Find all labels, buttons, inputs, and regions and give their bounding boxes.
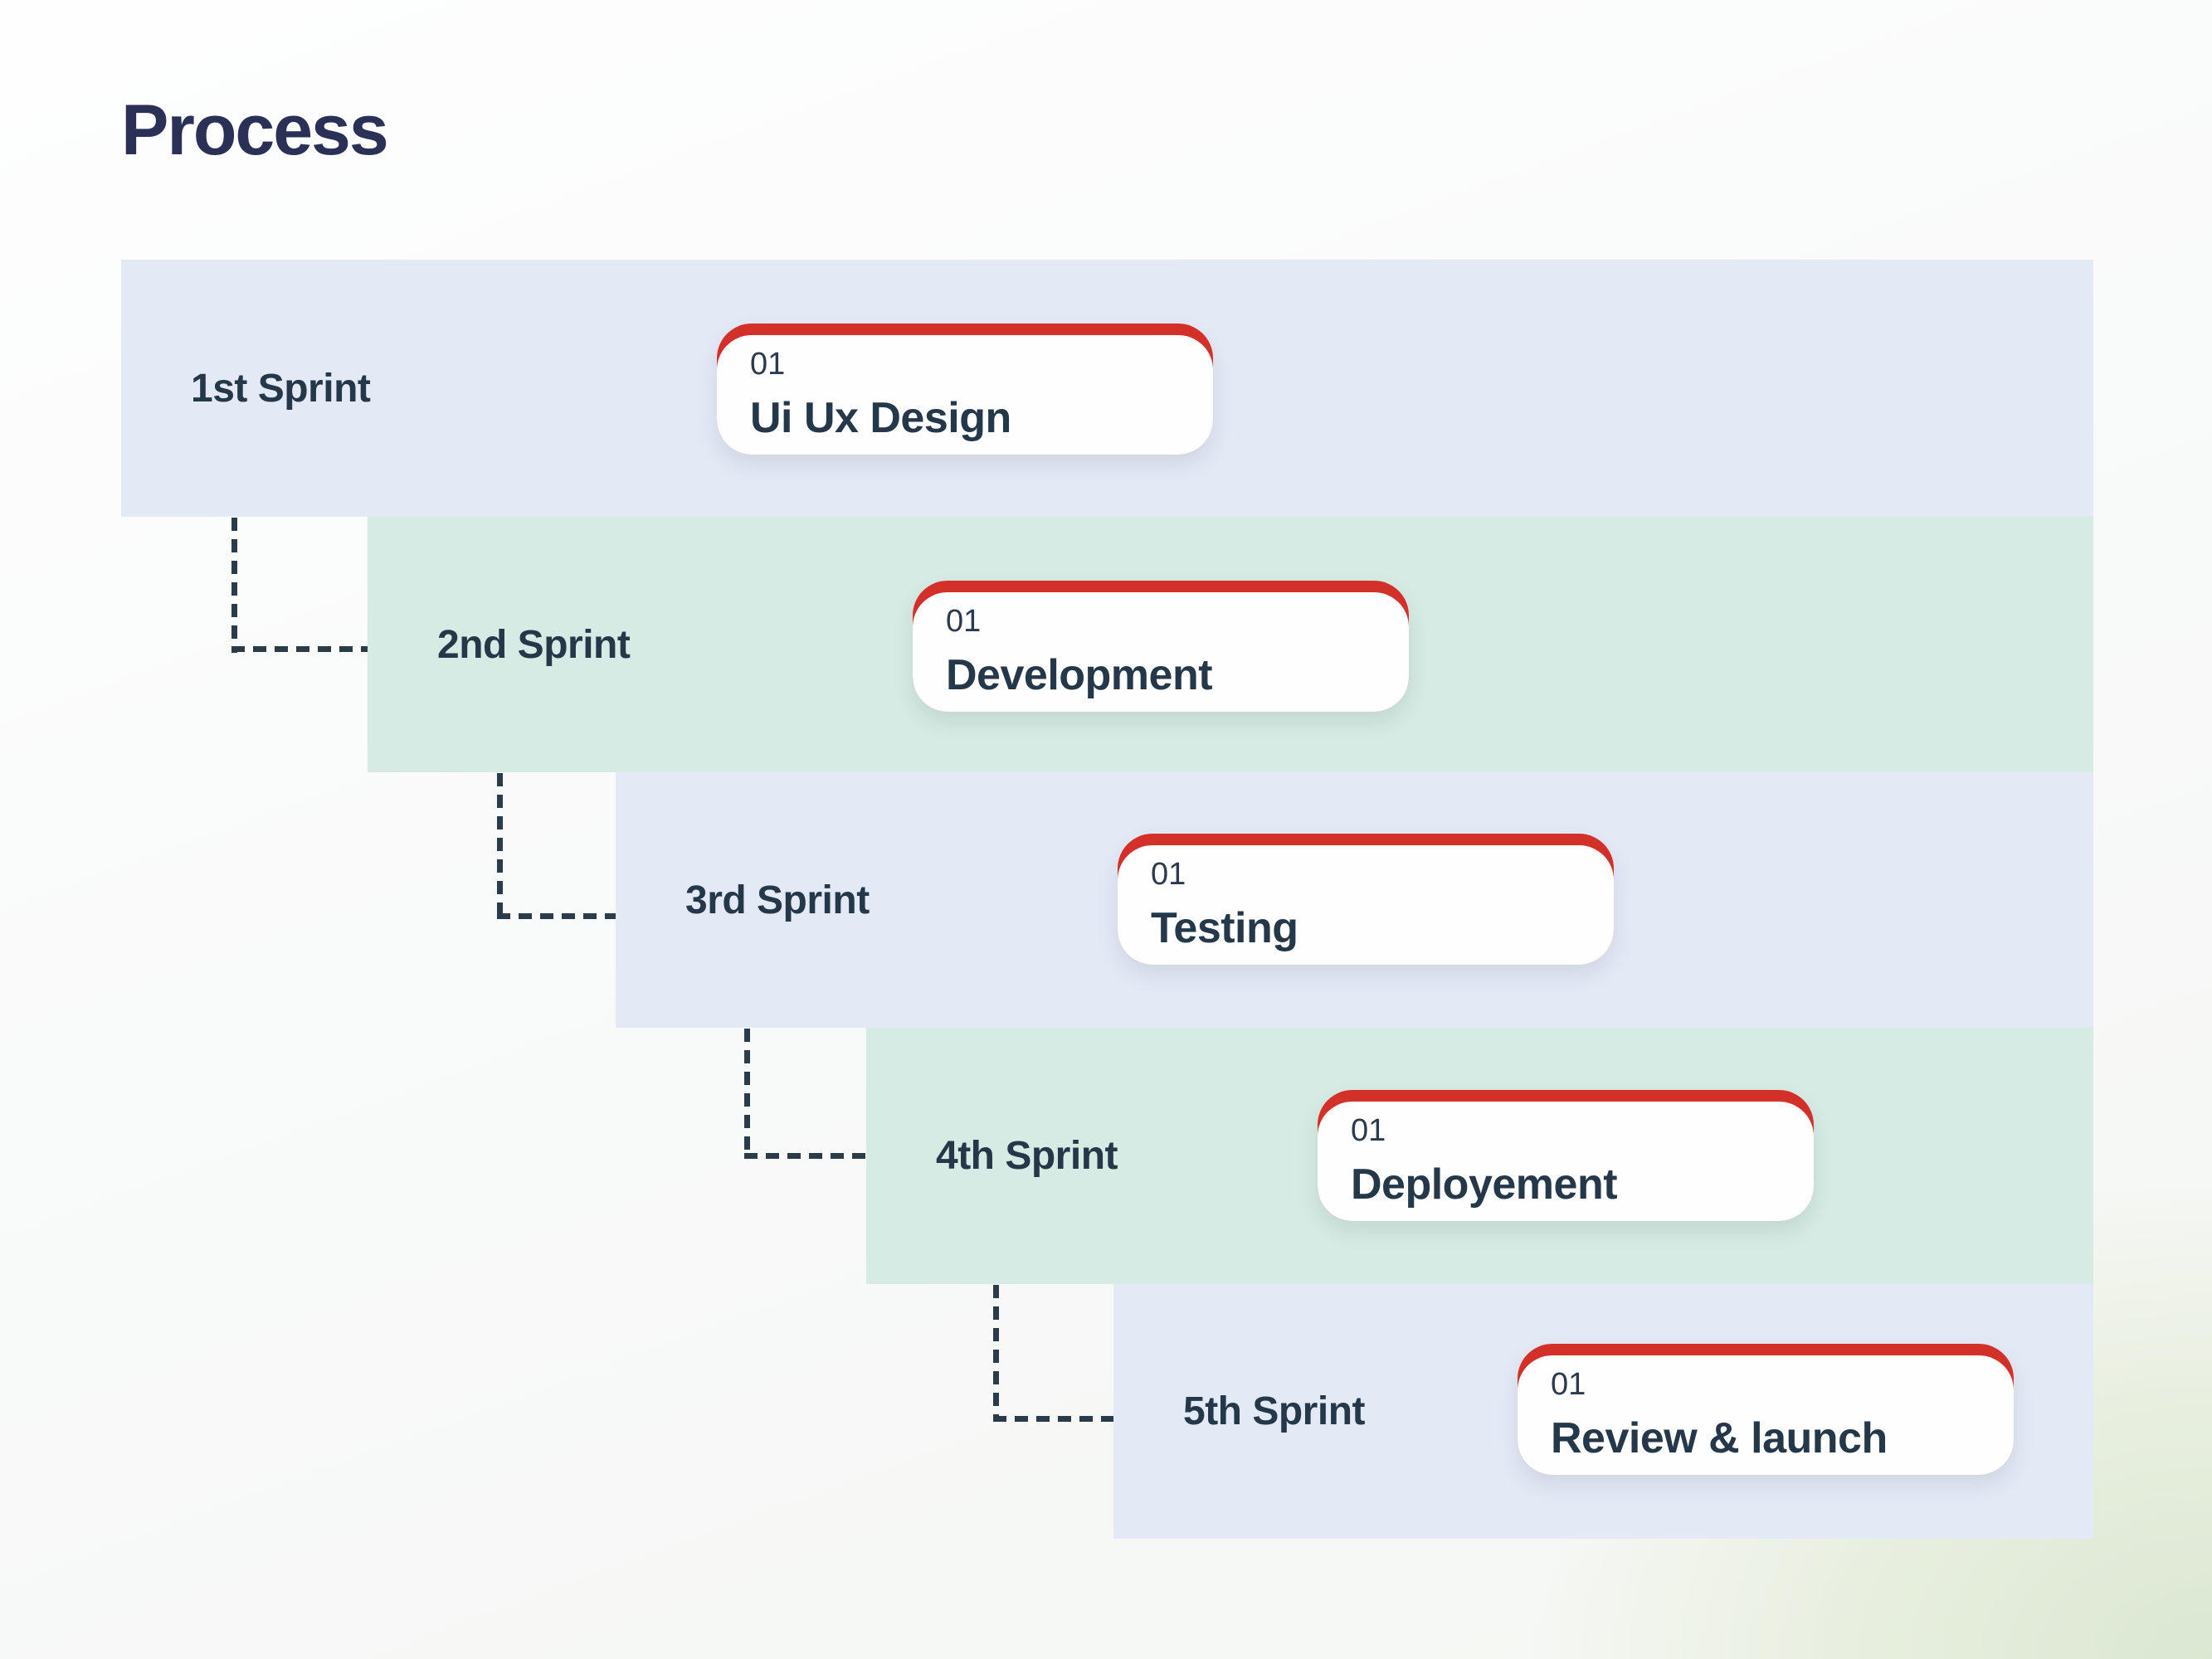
step-number: 01 [946,604,982,639]
sprint-label-2: 2nd Sprint [437,622,631,667]
connector-2-vertical [497,773,503,919]
connector-3-vertical [744,1029,750,1159]
step-card-2: 01 Development [913,581,1409,712]
step-number: 01 [1151,857,1186,892]
step-number: 01 [1551,1367,1586,1402]
step-card-2-body: 01 Development [913,592,1409,712]
step-card-3-body: 01 Testing [1118,845,1614,965]
step-card-5: 01 Review & launch [1518,1344,2014,1475]
sprint-label-5: 5th Sprint [1183,1389,1366,1433]
step-number: 01 [1351,1113,1386,1148]
step-card-title: Testing [1151,903,1298,952]
connector-1-horizontal [231,646,368,652]
step-card-4: 01 Deployement [1318,1090,1814,1221]
step-card-title: Review & launch [1551,1413,1888,1462]
page-title: Process [121,90,389,170]
connector-4-horizontal [993,1416,1113,1422]
step-card-title: Development [946,650,1213,699]
connector-1-vertical [231,518,237,653]
connector-4-vertical [993,1285,999,1422]
step-card-4-body: 01 Deployement [1318,1102,1814,1221]
step-card-title: Ui Ux Design [750,393,1011,442]
step-card-title: Deployement [1351,1160,1618,1209]
connector-3-horizontal [744,1153,866,1159]
connector-2-horizontal [497,913,616,919]
step-card-5-body: 01 Review & launch [1518,1355,2014,1475]
sprint-label-1: 1st Sprint [191,366,371,411]
step-card-3: 01 Testing [1118,834,1614,965]
step-card-1-body: 01 Ui Ux Design [717,335,1213,455]
sprint-label-3: 3rd Sprint [685,878,870,922]
sprint-label-4: 4th Sprint [936,1134,1118,1178]
step-number: 01 [750,347,786,382]
sprint-row-2: 2nd Sprint [368,517,2093,772]
step-card-1: 01 Ui Ux Design [717,324,1213,455]
